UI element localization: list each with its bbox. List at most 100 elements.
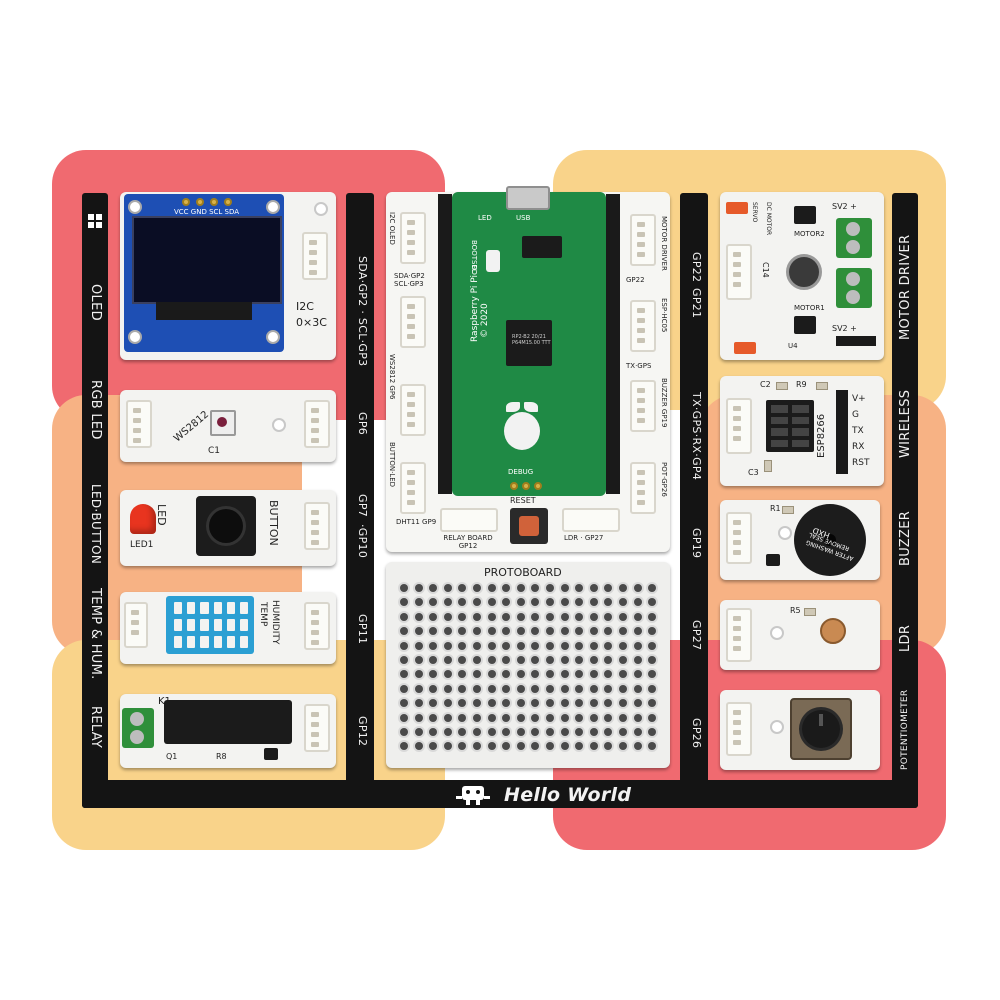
proto-hole xyxy=(575,598,584,607)
proto-hole xyxy=(429,684,438,693)
bottom-rail xyxy=(82,780,918,808)
proto-hole xyxy=(604,627,613,636)
dht-connector-left[interactable] xyxy=(124,602,148,648)
reset-button[interactable] xyxy=(510,508,548,544)
esp-r9-label: R9 xyxy=(796,380,807,389)
proto-hole xyxy=(633,641,642,650)
proto-hole xyxy=(502,641,511,650)
proto-hole xyxy=(604,641,613,650)
rgb-led-chip xyxy=(210,410,236,436)
proto-hole xyxy=(487,728,496,736)
port-button-led[interactable] xyxy=(400,384,426,436)
proto-hole xyxy=(604,584,613,592)
debug-pad xyxy=(522,482,530,490)
proto-hole xyxy=(502,713,511,722)
proto-hole xyxy=(633,656,642,664)
ldr-connector[interactable] xyxy=(726,608,752,662)
motor-connector[interactable] xyxy=(726,244,752,300)
oled-connector[interactable] xyxy=(302,232,328,280)
port-relay-board[interactable] xyxy=(440,508,498,532)
proto-hole xyxy=(516,699,525,708)
capacitor xyxy=(786,254,822,290)
jumper-bottom[interactable] xyxy=(734,342,756,354)
pot-connector[interactable] xyxy=(726,702,752,756)
relay-transistor xyxy=(264,748,278,760)
buzzer-mount-hole xyxy=(778,526,792,540)
buzzer-connector[interactable] xyxy=(726,512,752,564)
jumper-top[interactable] xyxy=(726,202,748,214)
proto-hole xyxy=(458,612,467,621)
relay-connector[interactable] xyxy=(304,704,330,752)
esp-c3-label: C3 xyxy=(748,468,759,477)
proto-hole xyxy=(648,742,657,751)
esp-r9 xyxy=(816,382,828,390)
proto-hole xyxy=(619,742,627,751)
proto-hole xyxy=(604,742,613,751)
proto-hole xyxy=(575,612,584,621)
proto-hole xyxy=(560,713,569,722)
ws2812-connector-right[interactable] xyxy=(304,400,330,448)
bootsel-button[interactable] xyxy=(486,250,500,272)
motor-driver-chip-bottom xyxy=(794,316,816,334)
button-label: BUTTON xyxy=(267,500,280,546)
proto-hole xyxy=(619,670,627,679)
proto-hole xyxy=(516,713,525,722)
relay-q1-label: Q1 xyxy=(166,752,178,761)
proto-hole xyxy=(648,684,657,693)
proto-hole xyxy=(473,670,481,679)
proto-hole xyxy=(633,713,642,722)
proto-hole xyxy=(575,699,584,708)
esp-connector[interactable] xyxy=(726,398,752,454)
left-rail xyxy=(82,193,108,808)
inner-right-label-gp21: GP21 xyxy=(690,288,703,319)
relay-terminal[interactable] xyxy=(122,708,154,748)
port-esp-hc05[interactable] xyxy=(630,300,656,352)
ws2812-connector-left[interactable] xyxy=(126,400,152,448)
dht-connector-right[interactable] xyxy=(304,602,330,650)
esp-socket[interactable] xyxy=(766,400,814,452)
push-button[interactable] xyxy=(196,496,256,556)
usb-port[interactable] xyxy=(506,186,550,210)
port-ldr[interactable] xyxy=(562,508,620,532)
motor-terminal-top[interactable] xyxy=(836,218,872,258)
led-button-connector[interactable] xyxy=(304,502,330,550)
proto-hole xyxy=(619,728,627,736)
proto-hole xyxy=(516,684,525,693)
proto-hole xyxy=(443,627,452,636)
port-dht11[interactable] xyxy=(400,462,426,514)
port-i2c-oled[interactable] xyxy=(400,212,426,264)
proto-hole xyxy=(429,699,438,708)
port-motor-driver[interactable] xyxy=(630,214,656,266)
oled-flex xyxy=(156,302,252,320)
sv2-label-top: SV2 + xyxy=(832,202,857,211)
protoboard-holes xyxy=(400,584,657,760)
oled-mount-hole xyxy=(128,200,142,214)
motor-terminal-bottom[interactable] xyxy=(836,268,872,308)
port-buzzer[interactable] xyxy=(630,380,656,432)
right-rail xyxy=(892,193,918,808)
port-label-dht11: DHT11 GP9 xyxy=(396,518,437,526)
port-pot[interactable] xyxy=(630,462,656,514)
raspberry-logo xyxy=(500,402,544,454)
protoboard-title: PROTOBOARD xyxy=(484,566,562,579)
proto-hole xyxy=(633,684,642,693)
ws2812-c1-label: C1 xyxy=(208,446,221,456)
oled-pin-header-label: VCC GND SCL SDA xyxy=(174,208,240,216)
proto-hole xyxy=(648,627,657,636)
relay-body xyxy=(164,700,292,744)
ws2812-mount-hole xyxy=(272,418,286,432)
proto-hole xyxy=(516,728,525,736)
ldr-sensor xyxy=(820,618,846,644)
port-sda-scl[interactable] xyxy=(400,296,426,348)
proto-hole xyxy=(560,584,569,592)
port-label-pot: POT·GP26 xyxy=(660,462,668,497)
proto-hole xyxy=(502,684,511,693)
potentiometer-knob[interactable] xyxy=(802,710,840,748)
dht-vent-slot xyxy=(200,602,209,614)
proto-hole xyxy=(546,728,554,736)
proto-hole xyxy=(473,728,481,736)
proto-hole xyxy=(487,699,496,708)
proto-hole xyxy=(619,612,627,621)
rp2040-chip xyxy=(506,320,552,366)
rail-label-potentiometer: POTENTIOMETER xyxy=(900,689,910,770)
